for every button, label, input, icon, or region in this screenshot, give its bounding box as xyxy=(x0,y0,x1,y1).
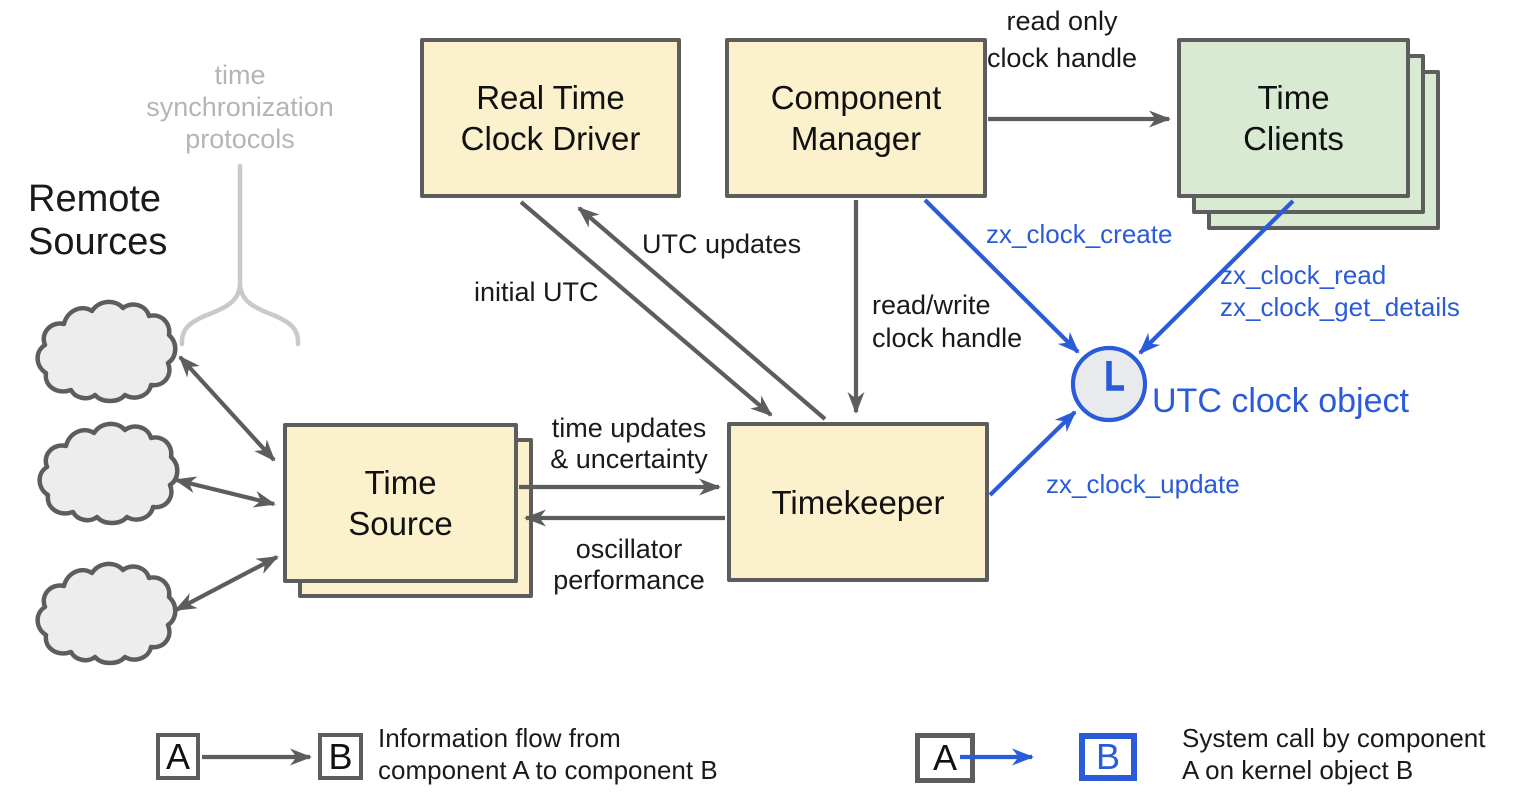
node-timekeeper: Timekeeper xyxy=(727,422,989,582)
legend-info-box-a-letter: A xyxy=(165,735,190,777)
legend-syscall-box-b: B xyxy=(1079,733,1137,781)
edge-label-read-only-clock-handle: read only clock handle xyxy=(986,6,1138,73)
utc-clock-icon xyxy=(1070,345,1148,423)
arrow-cloud-1-time-source xyxy=(178,355,276,462)
edge-label-zx-clock-update: zx_clock_update xyxy=(1046,469,1240,499)
arrow-cloud-3-time-source xyxy=(174,555,279,612)
edge-label-utc-updates: UTC updates xyxy=(642,229,802,259)
legend-syscall-box-b-letter: B xyxy=(1095,736,1120,777)
node-real-time-clock-driver: Real Time Clock Driver xyxy=(420,38,681,198)
node-time-source: Time Source xyxy=(283,423,518,583)
node-real-time-clock-driver-label: Real Time Clock Driver xyxy=(460,79,641,157)
remote-sources-label: Remote Sources xyxy=(28,178,168,263)
time-sync-protocols-note: time synchronization protocols xyxy=(146,60,334,154)
remote-source-cloud-2 xyxy=(40,424,178,523)
node-time-clients-label: Time Clients xyxy=(1243,79,1344,157)
edge-label-time-updates-uncertainty: time updates & uncertainty xyxy=(550,413,708,474)
node-timekeeper-label: Timekeeper xyxy=(771,483,945,521)
legend-syscall-box-a-letter: A xyxy=(932,737,957,778)
node-time-clients: Time Clients xyxy=(1177,38,1410,198)
utc-clock-object-label: UTC clock object xyxy=(1152,382,1409,420)
remote-source-cloud-3 xyxy=(38,564,176,663)
legend-info-box-b-letter: B xyxy=(328,735,353,777)
protocols-fork-connector xyxy=(179,163,301,347)
legend-info-box-b: B xyxy=(318,733,363,780)
edge-label-initial-utc: initial UTC xyxy=(474,277,599,307)
clock-face xyxy=(1070,345,1148,423)
legend-information-flow-text: Information flow from component A to com… xyxy=(378,723,718,785)
clock-hands xyxy=(1106,361,1124,391)
edge-label-oscillator-performance: oscillator performance xyxy=(553,534,705,595)
legend-info-box-a: A xyxy=(156,733,200,780)
legend-system-call-text: System call by component A on kernel obj… xyxy=(1182,723,1486,785)
arrow-cloud-2-time-source xyxy=(174,476,276,508)
legend-syscall-box-a: A xyxy=(915,733,975,783)
edge-label-zx-clock-create: zx_clock_create xyxy=(986,219,1173,249)
node-time-source-label: Time Source xyxy=(348,464,453,542)
node-component-manager: Component Manager xyxy=(725,38,987,198)
edge-label-read-write-clock-handle: read/write clock handle xyxy=(872,290,1023,353)
edge-label-zx-clock-read-get-details: zx_clock_read zx_clock_get_details xyxy=(1220,260,1460,322)
node-component-manager-label: Component Manager xyxy=(770,79,942,157)
remote-source-cloud-1 xyxy=(38,302,176,401)
